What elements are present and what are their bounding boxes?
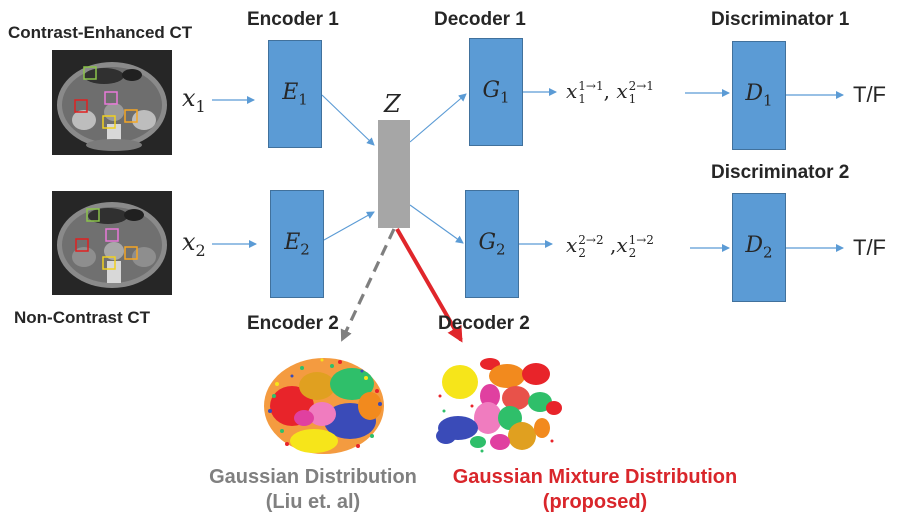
mixture-caption: Gaussian Mixture Distribution (proposed) <box>420 465 770 515</box>
discriminator1-block: D1 <box>732 41 786 150</box>
ct2-label: Non-Contrast CT <box>14 308 150 327</box>
roi-yellow <box>102 115 116 129</box>
encoder1-block: E1 <box>268 40 322 148</box>
ct-image-non-contrast <box>52 191 172 295</box>
encoder2-block: E2 <box>270 190 324 298</box>
ct-image-contrast-enhanced <box>52 50 172 155</box>
arrow-z-to-g1 <box>409 93 467 143</box>
roi-green <box>83 66 97 80</box>
discriminator1-title: Discriminator 1 <box>711 9 850 30</box>
roi-pink <box>105 228 119 242</box>
ct1-label: Contrast-Enhanced CT <box>8 23 193 42</box>
gaussian-mixture-scatter <box>432 356 562 456</box>
arrow-e2-to-z <box>323 211 375 241</box>
roi-pink <box>104 91 118 105</box>
latent-z-label: Z <box>384 90 401 118</box>
roi-yellow <box>102 256 116 270</box>
d2-label: D2 <box>745 233 773 262</box>
roi-red <box>75 238 89 252</box>
gaussian-caption-citation: (Liu et. al) <box>265 491 361 513</box>
gaussian-caption: Gaussian Distribution (Liu et. al) <box>208 465 418 515</box>
input-x2: x2 <box>182 228 206 260</box>
ct-scan-graphic <box>57 202 167 288</box>
mixture-caption-title: Gaussian Mixture Distribution <box>452 466 738 488</box>
g2-label: G2 <box>478 229 506 259</box>
roi-red <box>74 99 88 113</box>
arrow-z-to-g2 <box>409 204 464 244</box>
latent-z-block <box>378 120 410 228</box>
gaussian-caption-title: Gaussian Distribution <box>209 466 417 488</box>
discriminator2-title: Discriminator 2 <box>711 162 850 183</box>
encoder1-title: Encoder 1 <box>247 9 339 30</box>
roi-green <box>86 208 100 222</box>
result1-true-false: T/F <box>853 82 886 107</box>
discriminator2-block: D2 <box>732 193 786 302</box>
scatter-plot-mixture <box>436 358 562 453</box>
e1-label: E1 <box>282 79 308 109</box>
decoder1-title: Decoder 1 <box>434 9 526 30</box>
d1-label: D1 <box>745 81 773 110</box>
gaussian-distribution-scatter <box>262 356 386 456</box>
input-x1: x1 <box>182 84 206 116</box>
g1-label: G1 <box>482 77 510 107</box>
result2-true-false: T/F <box>853 235 886 260</box>
scatter-plot-gaussian <box>264 358 384 454</box>
arrow-z-to-mixture <box>395 228 463 343</box>
e2-label: E2 <box>284 229 310 259</box>
decoder2-block: G2 <box>465 190 519 298</box>
mixture-caption-note: (proposed) <box>542 491 648 513</box>
roi-orange <box>124 246 138 260</box>
ct-scan-graphic <box>57 62 167 151</box>
decoder1-block: G1 <box>469 38 523 146</box>
arrow-z-to-gaussian <box>340 228 396 342</box>
encoder2-title: Encoder 2 <box>247 313 339 334</box>
roi-orange <box>124 109 138 123</box>
decoder2-title: Decoder 2 <box>438 313 530 334</box>
arrow-e1-to-z <box>321 94 375 146</box>
